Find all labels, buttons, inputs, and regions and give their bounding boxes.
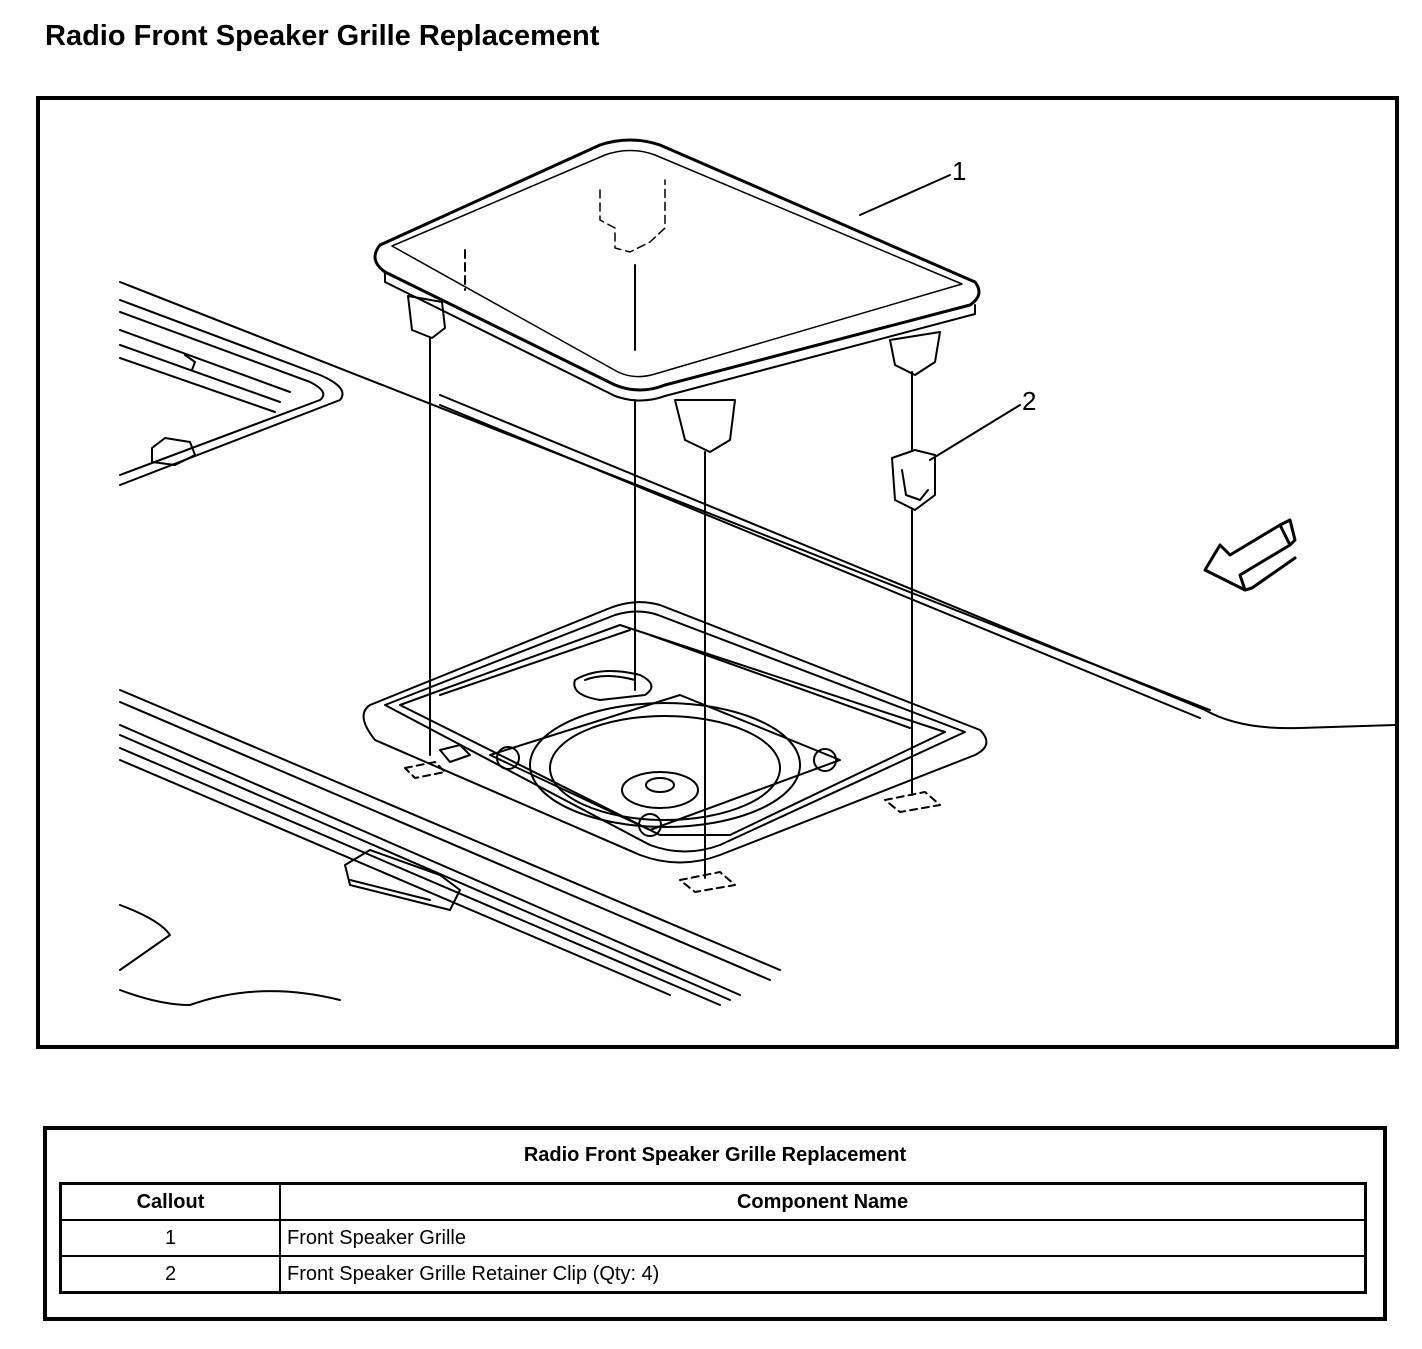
callout-2-number: 2	[1022, 386, 1036, 416]
speaker	[439, 694, 841, 837]
row-component-name: Front Speaker Grille Retainer Clip (Qty:…	[279, 1255, 1367, 1294]
alignment-lines	[429, 249, 913, 879]
retainer-clip	[891, 449, 936, 511]
callout-1: 1	[859, 156, 966, 216]
table-row: 2 Front Speaker Grille Retainer Clip (Qt…	[59, 1255, 1367, 1294]
direction-arrow-icon	[1203, 518, 1297, 592]
callout-1-number: 1	[952, 156, 966, 186]
header-component-name: Component Name	[279, 1182, 1367, 1221]
legend-panel: Radio Front Speaker Grille Replacement C…	[43, 1126, 1387, 1321]
table-row: 1 Front Speaker Grille	[59, 1219, 1367, 1257]
legend-title: Radio Front Speaker Grille Replacement	[523, 1144, 907, 1166]
speaker-opening	[362, 601, 988, 864]
exploded-view-drawing: 1 2	[119, 138, 1395, 1006]
legend-header-row: Callout Component Name	[59, 1182, 1367, 1221]
speaker-grille	[373, 138, 981, 453]
row-component-name: Front Speaker Grille	[279, 1219, 1367, 1257]
legend-table: Callout Component Name 1 Front Speaker G…	[59, 1182, 1367, 1294]
lower-rail	[119, 689, 781, 1006]
left-upper-panel	[119, 281, 1211, 711]
trim-panel-edge	[439, 394, 1395, 730]
exploded-view-figure: 1 2	[36, 96, 1399, 1049]
header-callout: Callout	[59, 1182, 281, 1221]
callout-2: 2	[929, 386, 1036, 461]
page-title: Radio Front Speaker Grille Replacement	[45, 20, 600, 52]
row-callout: 1	[59, 1219, 281, 1257]
row-callout: 2	[59, 1255, 281, 1294]
